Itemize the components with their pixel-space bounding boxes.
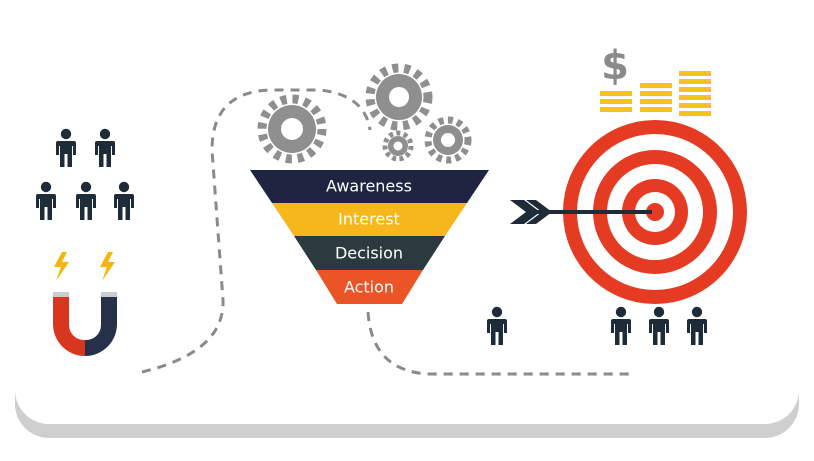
coin-stack-icon	[600, 91, 632, 112]
people-group-left	[36, 128, 134, 220]
gear-icon	[257, 94, 327, 164]
person-icon	[56, 128, 76, 167]
person-icon	[649, 306, 669, 345]
person-icon	[687, 306, 707, 345]
gear-icon	[424, 116, 472, 164]
coin-stack-icon	[640, 83, 672, 112]
person-icon	[95, 128, 115, 167]
coin-stack-icon	[679, 71, 711, 116]
dashed-path-left	[141, 88, 372, 374]
funnel-label-decision: Decision	[335, 244, 403, 263]
person-icon	[36, 181, 56, 220]
person-icon	[487, 306, 507, 345]
funnel-stage-decision	[294, 236, 445, 270]
lightning-icon	[100, 252, 115, 281]
funnel-label-interest: Interest	[338, 210, 400, 229]
funnel-label-action: Action	[344, 278, 394, 297]
people-group-right	[487, 306, 707, 345]
gear-icon	[382, 130, 414, 162]
lightning-icon	[54, 252, 69, 281]
funnel: Awareness Interest Decision Action	[250, 170, 489, 304]
arrow-icon	[510, 200, 652, 224]
dashed-path-right	[366, 311, 632, 376]
magnet-icon	[53, 292, 117, 356]
target-icon	[563, 120, 747, 304]
dollar-icon: $	[601, 43, 629, 89]
funnel-stage-interest	[272, 203, 467, 236]
funnel-stage-awareness	[250, 170, 489, 203]
gear-icon	[365, 63, 433, 131]
person-icon	[76, 181, 96, 220]
person-icon	[611, 306, 631, 345]
person-icon	[114, 181, 134, 220]
funnel-stage-action	[316, 270, 423, 304]
funnel-label-awareness: Awareness	[326, 177, 412, 196]
